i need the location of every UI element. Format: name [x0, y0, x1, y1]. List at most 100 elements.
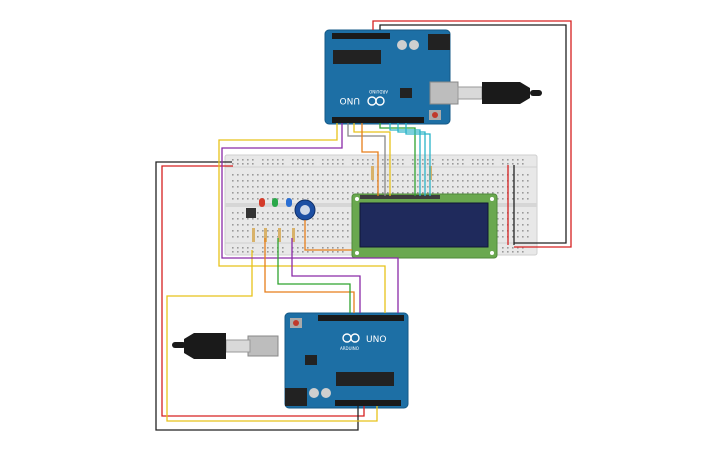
breadboard-hole — [292, 174, 294, 176]
breadboard-hole — [267, 230, 269, 232]
breadboard-hole — [292, 180, 294, 182]
breadboard-hole — [232, 247, 234, 249]
breadboard-hole — [312, 198, 314, 200]
breadboard-hole — [327, 159, 329, 161]
breadboard-hole — [252, 180, 254, 182]
breadboard-hole — [422, 186, 424, 188]
breadboard-hole — [237, 247, 239, 249]
arduino-top: UNO ARDUINO — [324, 29, 459, 125]
breadboard-hole — [522, 159, 524, 161]
breadboard-hole — [347, 218, 349, 220]
breadboard-hole — [322, 236, 324, 238]
breadboard-hole — [512, 236, 514, 238]
breadboard-hole — [322, 251, 324, 253]
breadboard-hole — [267, 212, 269, 214]
breadboard-hole — [427, 174, 429, 176]
breadboard-hole — [302, 224, 304, 226]
breadboard-hole — [247, 251, 249, 253]
breadboard-hole — [312, 180, 314, 182]
breadboard-hole — [297, 230, 299, 232]
breadboard-hole — [342, 159, 344, 161]
breadboard-hole — [357, 174, 359, 176]
breadboard-hole — [237, 180, 239, 182]
breadboard-hole — [317, 236, 319, 238]
breadboard-hole — [317, 174, 319, 176]
breadboard-hole — [272, 163, 274, 165]
breadboard-hole — [417, 159, 419, 161]
breadboard-hole — [257, 180, 259, 182]
breadboard-hole — [322, 186, 324, 188]
breadboard-hole — [297, 236, 299, 238]
breadboard-hole — [337, 236, 339, 238]
wire-orange-lcd-top — [361, 123, 379, 196]
breadboard-hole — [307, 163, 309, 165]
breadboard-hole — [247, 163, 249, 165]
breadboard-hole — [522, 163, 524, 165]
breadboard-hole — [382, 159, 384, 161]
breadboard-hole — [307, 159, 309, 161]
breadboard-hole — [262, 251, 264, 253]
breadboard-hole — [492, 192, 494, 194]
breadboard-hole — [522, 198, 524, 200]
breadboard-hole — [487, 192, 489, 194]
breadboard-hole — [247, 224, 249, 226]
breadboard-hole — [512, 159, 514, 161]
breadboard-hole — [252, 192, 254, 194]
breadboard-hole — [502, 192, 504, 194]
breadboard-hole — [242, 247, 244, 249]
breadboard-hole — [482, 180, 484, 182]
breadboard-hole — [497, 218, 499, 220]
breadboard-hole — [282, 174, 284, 176]
breadboard-hole — [432, 163, 434, 165]
breadboard-hole — [327, 174, 329, 176]
breadboard-hole — [397, 180, 399, 182]
breadboard-hole — [512, 230, 514, 232]
breadboard-hole — [262, 224, 264, 226]
breadboard-hole — [487, 163, 489, 165]
breadboard-hole — [287, 218, 289, 220]
breadboard-hole — [317, 192, 319, 194]
breadboard-hole — [252, 186, 254, 188]
breadboard-hole — [247, 174, 249, 176]
breadboard-hole — [317, 186, 319, 188]
breadboard-hole — [302, 236, 304, 238]
breadboard-hole — [397, 159, 399, 161]
breadboard-hole — [402, 192, 404, 194]
breadboard-hole — [397, 186, 399, 188]
breadboard-hole — [527, 218, 529, 220]
breadboard-hole — [362, 192, 364, 194]
breadboard-hole — [462, 180, 464, 182]
breadboard-hole — [362, 186, 364, 188]
breadboard-hole — [242, 198, 244, 200]
breadboard-hole — [512, 212, 514, 214]
breadboard-hole — [342, 163, 344, 165]
breadboard-hole — [272, 192, 274, 194]
breadboard-hole — [437, 174, 439, 176]
breadboard-hole — [247, 247, 249, 249]
breadboard-hole — [482, 174, 484, 176]
breadboard-hole — [352, 186, 354, 188]
breadboard-hole — [327, 230, 329, 232]
breadboard-hole — [287, 192, 289, 194]
breadboard-hole — [422, 163, 424, 165]
breadboard-hole — [317, 224, 319, 226]
breadboard-hole — [322, 224, 324, 226]
breadboard-hole — [242, 251, 244, 253]
breadboard-hole — [282, 212, 284, 214]
breadboard-hole — [512, 163, 514, 165]
breadboard-hole — [277, 174, 279, 176]
breadboard-hole — [417, 192, 419, 194]
breadboard-hole — [272, 224, 274, 226]
breadboard-hole — [382, 192, 384, 194]
breadboard-hole — [337, 198, 339, 200]
breadboard-hole — [362, 159, 364, 161]
breadboard-hole — [237, 186, 239, 188]
breadboard-hole — [287, 212, 289, 214]
breadboard-hole — [342, 236, 344, 238]
breadboard-hole — [352, 159, 354, 161]
breadboard-hole — [277, 198, 279, 200]
breadboard-hole — [312, 159, 314, 161]
breadboard-hole — [517, 174, 519, 176]
breadboard-hole — [292, 212, 294, 214]
